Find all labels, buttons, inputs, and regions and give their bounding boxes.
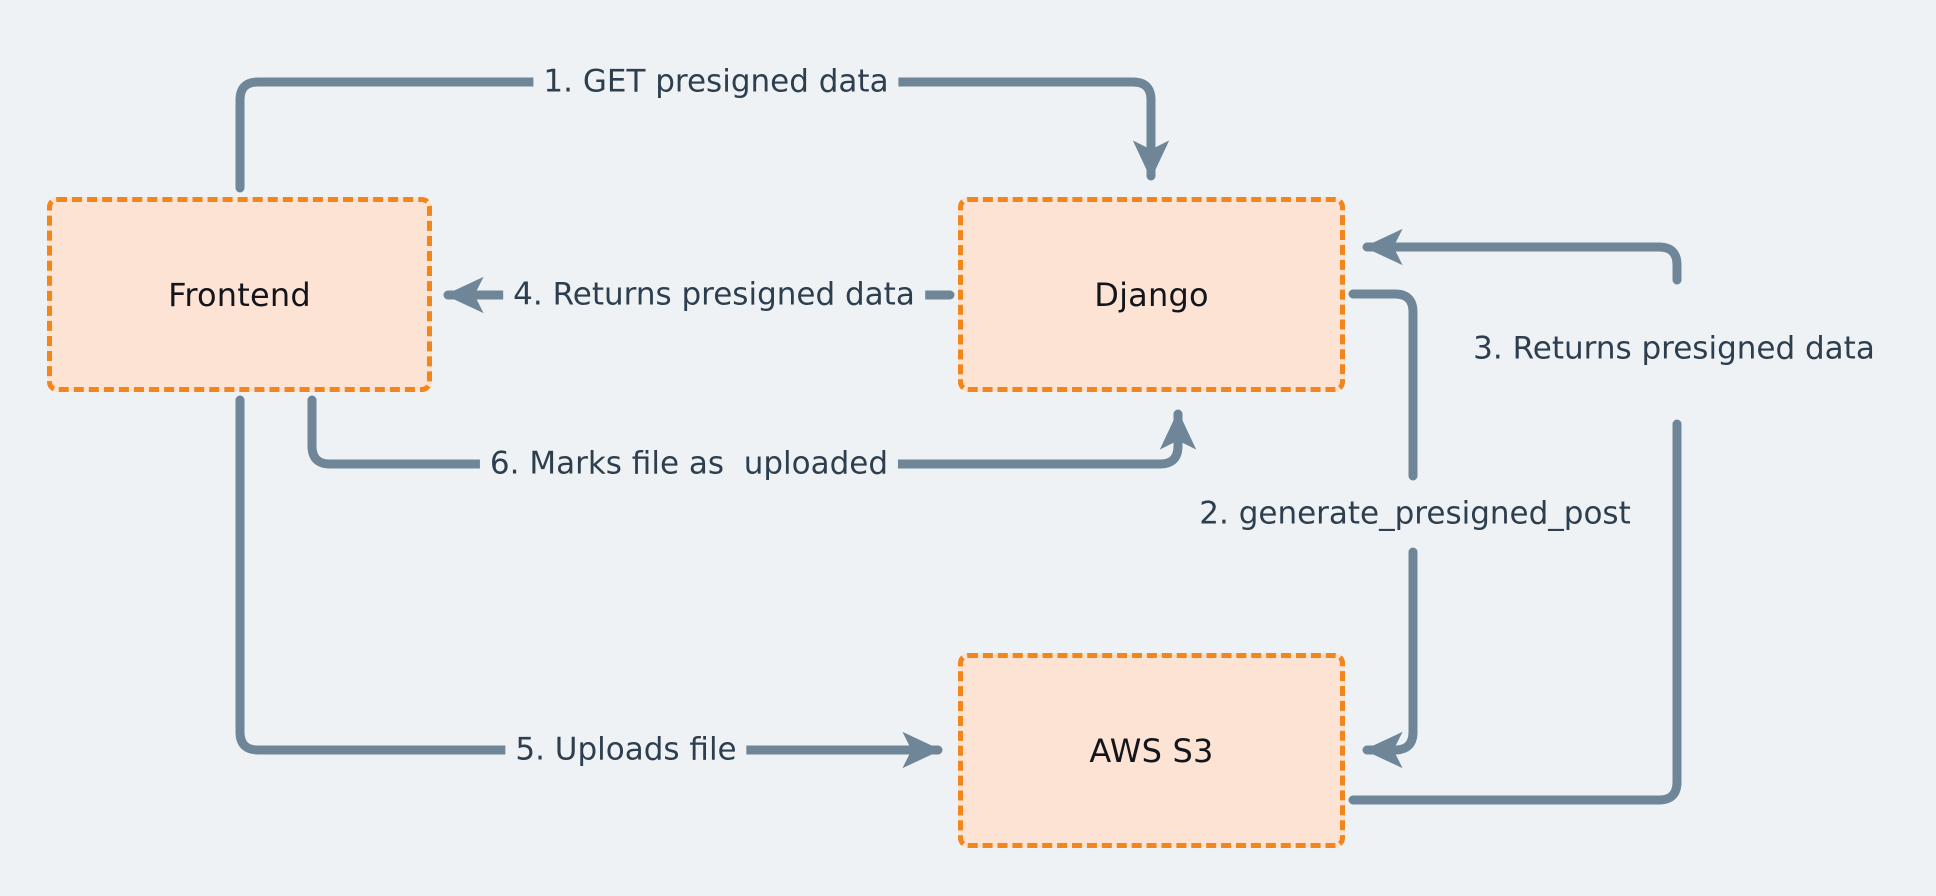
connector-step-5 <box>235 395 515 755</box>
connector-step-6 <box>307 395 497 469</box>
connector-step-2-tail <box>1362 547 1418 769</box>
node-aws-s3-label: AWS S3 <box>1089 731 1214 770</box>
connector-step-1 <box>235 77 593 193</box>
node-django[interactable]: Django <box>958 197 1345 392</box>
node-frontend[interactable]: Frontend <box>47 197 432 392</box>
edge-label-step-3: 3. Returns presigned data <box>1463 330 1885 368</box>
connector-step-2 <box>1348 289 1418 481</box>
edge-label-step-1: 1. GET presigned data <box>533 63 899 101</box>
connector-step-1-tail <box>881 77 1170 181</box>
edge-label-step-2: 2. generate_presigned_post <box>1189 495 1641 533</box>
node-aws-s3[interactable]: AWS S3 <box>958 653 1345 848</box>
edge-label-step-5: 5. Uploads file <box>505 731 747 769</box>
edge-label-step-6: 6. Marks file as uploaded <box>479 445 899 483</box>
node-django-label: Django <box>1094 275 1209 314</box>
connector-step-6-tail <box>881 409 1197 469</box>
connector-step-3 <box>1348 419 1682 805</box>
edge-label-step-4: 4. Returns presigned data <box>503 276 925 314</box>
node-frontend-label: Frontend <box>168 275 311 314</box>
connector-step-3-tail <box>1362 228 1682 285</box>
